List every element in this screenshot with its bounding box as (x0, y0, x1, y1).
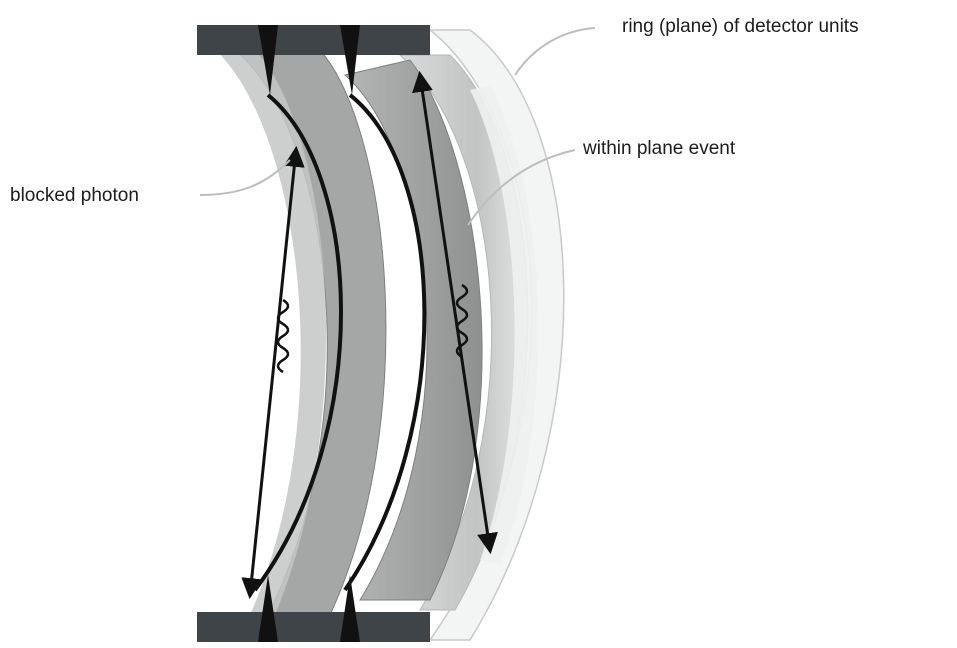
septa-bar-top (197, 25, 430, 55)
within-plane-event-label: within plane event (583, 138, 736, 159)
septum-wedge-bottom-middle (340, 575, 360, 642)
within-plane-event-line (412, 70, 498, 555)
leader-ring (514, 27, 596, 76)
ring-label: ring (plane) of detector units (622, 16, 859, 37)
leader-within-plane (467, 149, 576, 226)
within-plane-annihilation-squiggle (455, 283, 469, 359)
septum-wedge-bottom-left (258, 575, 278, 642)
blocked-photon-annihilation-squiggle (276, 298, 290, 374)
septum-wedge-top-middle (340, 25, 360, 95)
blocked-photon-line (241, 145, 305, 600)
blocked-photon-label: blocked photon (10, 185, 139, 206)
leader-blocked-photon (199, 159, 291, 196)
septum-wedge-top-left (258, 25, 278, 95)
septa-bar-bottom (197, 612, 430, 642)
ring-highlight (470, 85, 539, 565)
